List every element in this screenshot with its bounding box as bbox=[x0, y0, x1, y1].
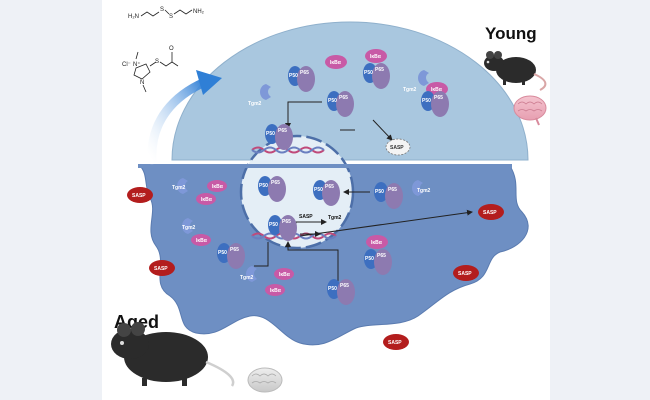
svg-text:H₂N: H₂N bbox=[128, 14, 139, 20]
dna-helix-young bbox=[251, 146, 325, 154]
svg-text:P65: P65 bbox=[230, 247, 239, 253]
svg-text:P50: P50 bbox=[218, 250, 227, 256]
svg-text:P50: P50 bbox=[328, 98, 337, 104]
svg-text:IκBα: IκBα bbox=[201, 197, 213, 203]
svg-text:Tgm2: Tgm2 bbox=[182, 225, 196, 231]
svg-text:Tgm2: Tgm2 bbox=[240, 275, 254, 281]
svg-text:P65: P65 bbox=[375, 67, 384, 73]
svg-text:IκBα: IκBα bbox=[431, 87, 443, 93]
svg-text:P65: P65 bbox=[388, 187, 397, 193]
svg-text:IκBα: IκBα bbox=[279, 272, 291, 278]
svg-text:SASP: SASP bbox=[388, 340, 402, 346]
ikba-shapes bbox=[191, 49, 448, 296]
young-mouse-icon bbox=[484, 51, 547, 91]
young-label: Young bbox=[485, 24, 537, 43]
svg-text:SASP: SASP bbox=[132, 193, 146, 199]
young-cell bbox=[171, 21, 529, 161]
svg-text:P65: P65 bbox=[271, 180, 280, 186]
svg-text:P50: P50 bbox=[314, 187, 323, 193]
svg-text:Tgm2: Tgm2 bbox=[403, 87, 417, 93]
treatment-arrow bbox=[147, 77, 210, 165]
svg-text:P65: P65 bbox=[325, 184, 334, 190]
aged-cell bbox=[138, 165, 529, 346]
svg-text:P50: P50 bbox=[375, 189, 384, 195]
svg-text:IκBα: IκBα bbox=[371, 240, 383, 246]
svg-text:IκBα: IκBα bbox=[330, 60, 342, 66]
svg-text:P65: P65 bbox=[340, 283, 349, 289]
svg-text:NH₂: NH₂ bbox=[193, 9, 205, 15]
svg-text:N⁺: N⁺ bbox=[133, 61, 141, 68]
sasp-blobs bbox=[127, 187, 504, 350]
svg-text:IκBα: IκBα bbox=[196, 238, 208, 244]
svg-text:P50: P50 bbox=[266, 131, 275, 137]
tgm2-shapes bbox=[177, 70, 429, 282]
cystamine-structure: H₂N S S NH₂ bbox=[128, 7, 205, 20]
svg-text:S: S bbox=[169, 14, 173, 20]
svg-text:P50: P50 bbox=[289, 73, 298, 79]
svg-text:S: S bbox=[155, 59, 159, 65]
signaling-arrows bbox=[254, 101, 473, 286]
aged-brain-icon bbox=[247, 367, 283, 393]
p50-shapes bbox=[217, 63, 435, 299]
p65-labels: P65 P65 P65 P65 P65 P65 P65 P65 P65 P65 … bbox=[230, 67, 443, 289]
svg-text:SASP: SASP bbox=[483, 210, 497, 216]
svg-text:P65: P65 bbox=[377, 253, 386, 259]
sasp-young-cloud: SASP bbox=[385, 138, 411, 156]
ikba-labels: IκBα IκBα IκBα IκBα IκBα IκBα IκBα IκBα … bbox=[196, 54, 443, 294]
svg-text:IκBα: IκBα bbox=[270, 288, 282, 294]
svg-text:P65: P65 bbox=[282, 219, 291, 225]
tgm2-labels: Tgm2 Tgm2 Tgm2 Tgm2 Tgm2 Tgm2 Tgm2 bbox=[172, 87, 431, 281]
svg-text:P50: P50 bbox=[328, 286, 337, 292]
svg-text:S: S bbox=[160, 7, 164, 13]
svg-text:P50: P50 bbox=[364, 70, 373, 76]
sasp-labels: SASP SASP SASP SASP SASP SASP bbox=[132, 193, 497, 346]
svg-text:Tgm2: Tgm2 bbox=[248, 101, 262, 107]
svg-text:Tgm2: Tgm2 bbox=[172, 185, 186, 191]
svg-text:P50: P50 bbox=[269, 222, 278, 228]
svg-text:IκBα: IκBα bbox=[212, 184, 224, 190]
aged-mouse-icon bbox=[111, 322, 235, 387]
imidazolium-structure: Cl⁻ N⁺ N S O bbox=[122, 46, 179, 93]
svg-text:O: O bbox=[169, 46, 174, 52]
treatment-arrowhead bbox=[196, 70, 222, 95]
svg-text:P50: P50 bbox=[259, 183, 268, 189]
svg-text:Tgm2: Tgm2 bbox=[328, 215, 342, 221]
svg-text:P65: P65 bbox=[300, 70, 309, 76]
p50-labels: P50 P50 P50 P50 P50 P50 P50 P50 P50 P50 … bbox=[218, 70, 431, 292]
svg-text:SASP: SASP bbox=[299, 214, 313, 220]
svg-text:P50: P50 bbox=[422, 98, 431, 104]
svg-text:P65: P65 bbox=[339, 95, 348, 101]
svg-text:SASP: SASP bbox=[458, 271, 472, 277]
svg-text:P65: P65 bbox=[434, 95, 443, 101]
svg-text:P65: P65 bbox=[278, 128, 287, 134]
p65-shapes bbox=[227, 63, 449, 305]
svg-text:N: N bbox=[140, 80, 144, 86]
svg-text:Cl⁻: Cl⁻ bbox=[122, 62, 131, 68]
svg-text:IκBα: IκBα bbox=[370, 54, 382, 60]
svg-text:Tgm2: Tgm2 bbox=[417, 188, 431, 194]
svg-text:SASP: SASP bbox=[390, 145, 404, 151]
young-brain-icon bbox=[513, 95, 547, 126]
svg-text:SASP: SASP bbox=[154, 266, 168, 272]
svg-text:P50: P50 bbox=[365, 256, 374, 262]
